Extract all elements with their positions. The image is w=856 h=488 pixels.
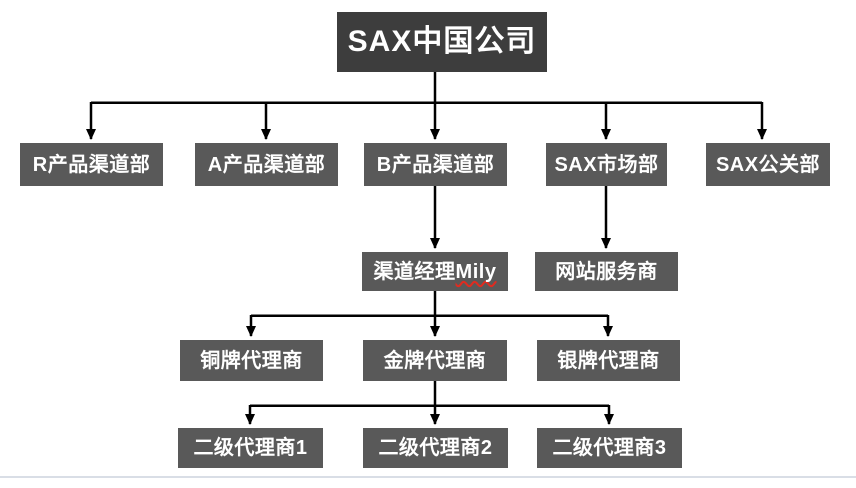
node-a-product-channel-dept[interactable]: A产品渠道部 (195, 143, 338, 186)
node-label: SAX公关部 (715, 153, 821, 176)
node-label: 二级代理商1 (193, 437, 308, 459)
node-second-level-agent-1[interactable]: 二级代理商1 (178, 428, 323, 468)
node-second-level-agent-2[interactable]: 二级代理商2 (363, 428, 508, 468)
slide-bottom-edge (0, 476, 856, 478)
node-label: 铜牌代理商 (200, 349, 303, 372)
node-label: 渠道经理Mily (373, 260, 497, 283)
node-sax-pr-dept[interactable]: SAX公关部 (706, 143, 830, 186)
node-label: SAX市场部 (554, 153, 659, 176)
node-label: 二级代理商2 (378, 437, 493, 459)
node-label: A产品渠道部 (207, 153, 326, 176)
node-bronze-agent[interactable]: 铜牌代理商 (180, 340, 323, 381)
node-sax-china-company[interactable]: SAX中国公司 (337, 12, 547, 72)
node-label: 银牌代理商 (557, 349, 660, 372)
node-label: B产品渠道部 (376, 153, 495, 176)
node-b-product-channel-dept[interactable]: B产品渠道部 (364, 143, 507, 186)
node-website-service-provider[interactable]: 网站服务商 (535, 252, 678, 291)
node-gold-agent[interactable]: 金牌代理商 (363, 340, 507, 381)
node-r-product-channel-dept[interactable]: R产品渠道部 (20, 143, 163, 186)
node-label: SAX中国公司 (347, 25, 537, 58)
node-sax-marketing-dept[interactable]: SAX市场部 (546, 143, 667, 186)
node-label: 金牌代理商 (383, 349, 487, 372)
node-label: 网站服务商 (555, 260, 658, 283)
node-label: R产品渠道部 (32, 153, 151, 176)
node-silver-agent[interactable]: 银牌代理商 (537, 340, 680, 381)
node-second-level-agent-3[interactable]: 二级代理商3 (537, 428, 682, 468)
node-channel-manager-mily[interactable]: 渠道经理Mily (362, 252, 508, 291)
spellcheck-underline-text: Mily (455, 260, 497, 283)
node-label: 二级代理商3 (552, 437, 667, 459)
